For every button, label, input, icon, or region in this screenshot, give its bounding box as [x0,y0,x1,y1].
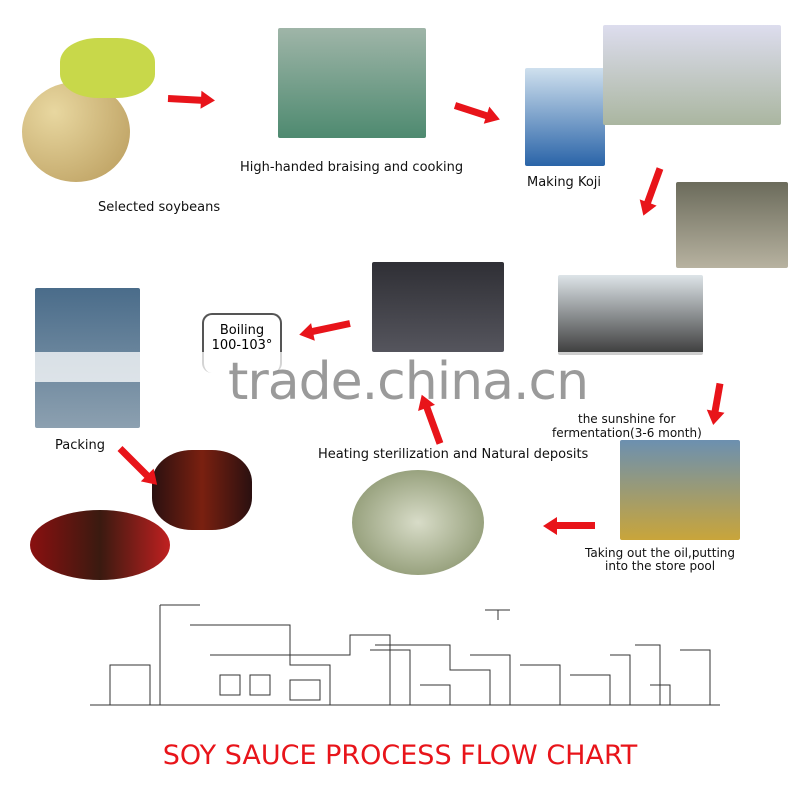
watermark: trade.china.cn [228,352,589,412]
storage-tanks-photo [372,262,504,352]
cooking-photo [278,28,426,138]
watermark-band [0,352,800,382]
arrow-icon [453,102,490,120]
soybean-package-photo [60,38,155,98]
label-packing: Packing [55,438,106,453]
boiling-temp: 100-103° [211,338,273,353]
bottles-closeup-photo [152,450,252,530]
arrow-icon [643,167,664,206]
arrow-icon [117,446,151,480]
fermentation-tanks-photo [558,275,703,355]
label-soybeans: Selected soybeans [98,200,221,215]
bottles-photo [30,510,170,580]
label-sunshine: the sunshine for [578,412,676,426]
soybeans-photo [22,82,130,182]
arrow-icon [555,522,595,529]
page-title: SOY SAUCE PROCESS FLOW CHART [162,740,638,771]
plant-line-drawing [90,604,720,706]
oil-pool-photo [620,440,740,540]
arrow-icon [167,95,204,104]
boiling-label: Boiling [219,323,265,338]
label-cooking: High-handed braising and cooking [240,160,464,175]
koji-photo [525,68,605,166]
label-koji: Making Koji [527,175,602,190]
label-oil-2: into the store pool [605,559,716,573]
arrow-icon [310,320,351,336]
label-heating: Heating sterilization and Natural deposi… [318,447,589,462]
arrow-icon [711,382,724,414]
fermentation-room-photo [676,182,788,268]
sterilization-photo [352,470,484,575]
koji-room-photo [603,25,781,125]
label-sunshine-2: fermentation(3-6 month) [552,426,702,440]
label-oil: Taking out the oil,putting [585,546,736,560]
